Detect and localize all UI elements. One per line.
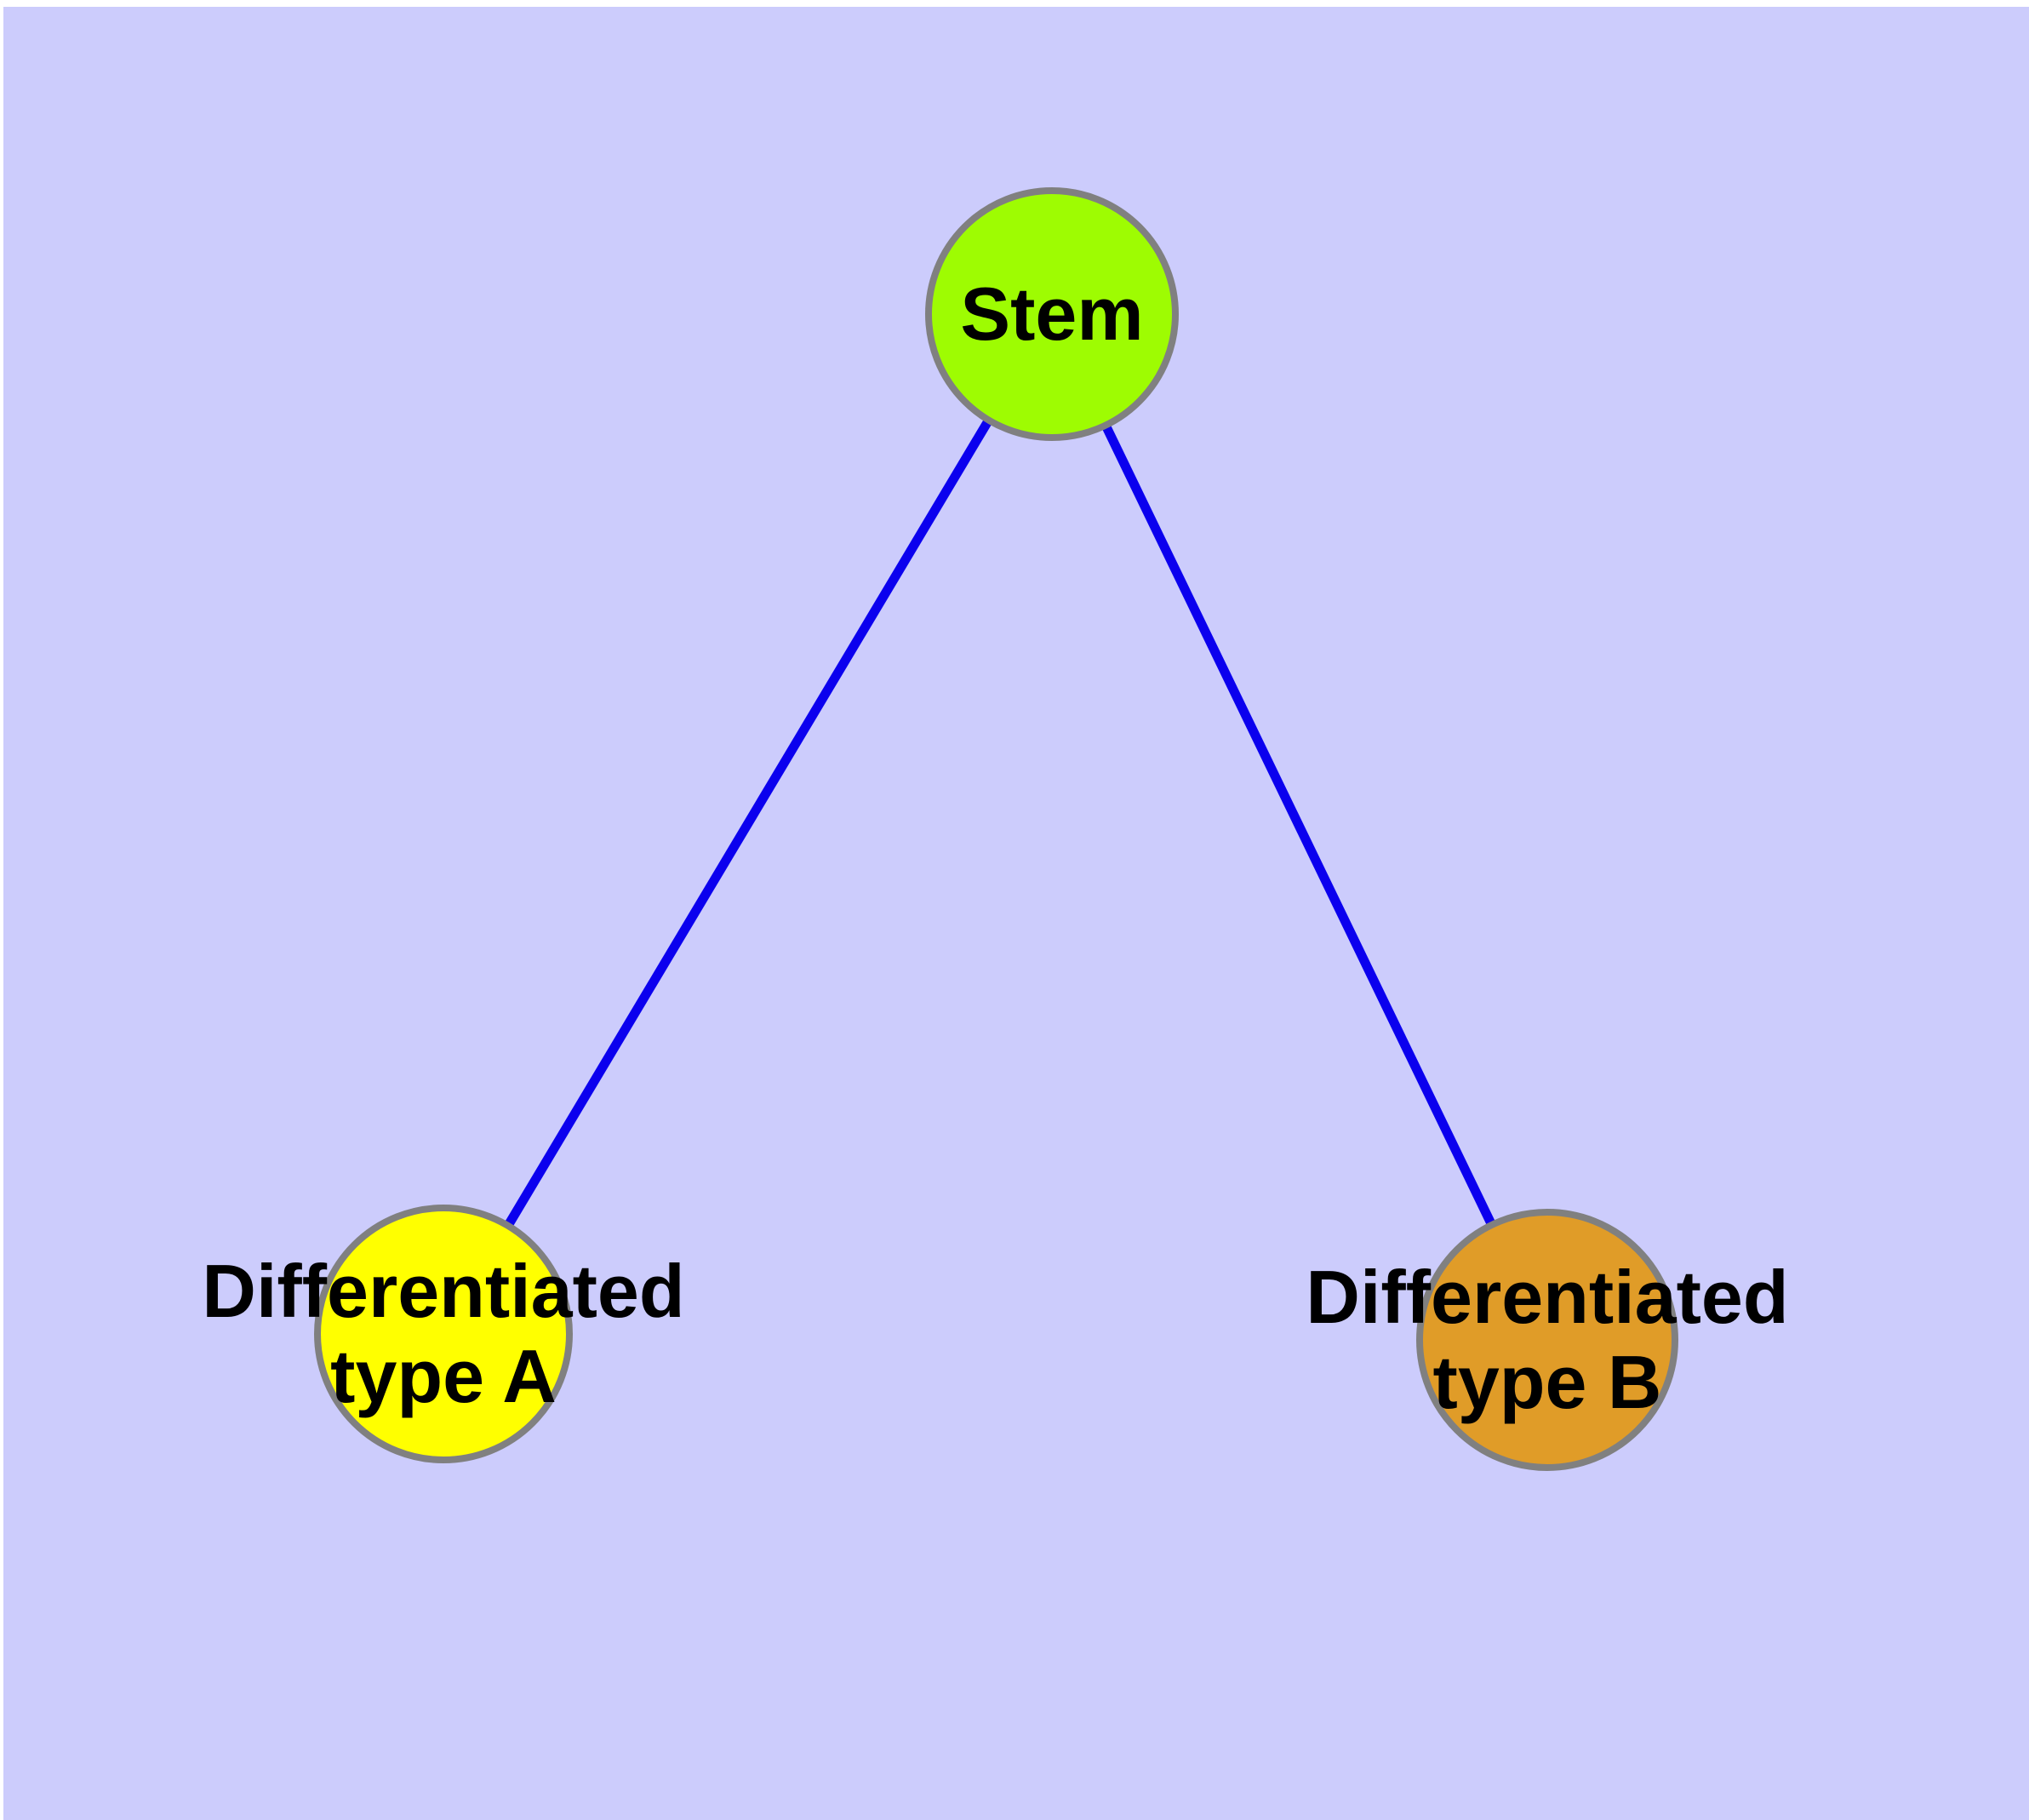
node-label-stem: Stem (960, 272, 1143, 356)
node-label-line: type A (330, 1334, 557, 1418)
node-label-line: Stem (960, 272, 1143, 356)
edges-layer (503, 415, 1497, 1230)
node-label-line: Differentiated (1306, 1255, 1788, 1339)
node-label-line: Differentiated (202, 1249, 684, 1333)
node-label-line: type B (1433, 1340, 1662, 1424)
edge-stem-to-diff_b[interactable] (1100, 421, 1497, 1229)
nodes-layer (314, 187, 1678, 1471)
node-diff_a[interactable] (314, 1205, 573, 1463)
node-diff_b[interactable] (1416, 1209, 1678, 1471)
edge-stem-to-diff_a[interactable] (503, 415, 994, 1230)
node-stem[interactable] (925, 187, 1179, 441)
